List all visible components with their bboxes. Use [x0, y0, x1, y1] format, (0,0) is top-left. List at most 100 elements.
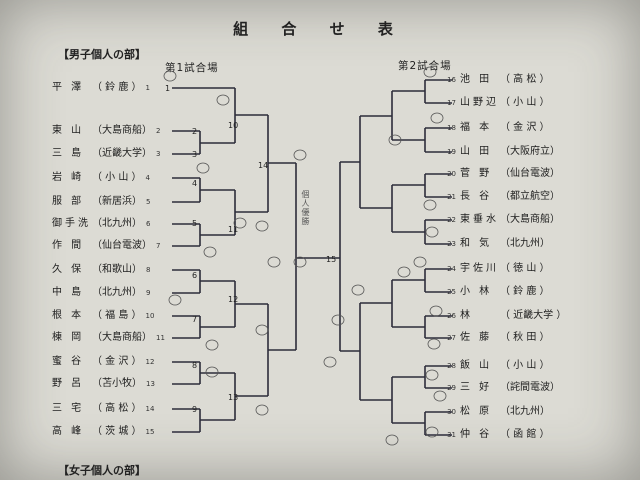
- handwritten-circle: [233, 217, 247, 229]
- player-school: （ 徳 山 ）: [500, 263, 550, 274]
- player-school: （北九州）: [92, 218, 142, 229]
- handwritten-circle: [423, 66, 437, 78]
- player-seed: 2: [156, 127, 161, 135]
- handwritten-circle: [205, 366, 219, 378]
- handwritten-circle: [293, 256, 307, 268]
- handwritten-circle: [397, 266, 411, 278]
- match-number: 11: [228, 225, 238, 234]
- left-player-row: 高 峰（ 茨 城 ）15: [52, 424, 160, 440]
- player-school: （ 函 館 ）: [500, 429, 550, 440]
- player-seed: 12: [145, 358, 155, 366]
- player-name: 福 本: [460, 122, 493, 133]
- player-school: （ 小 山 ）: [500, 360, 550, 371]
- player-seed: 6: [146, 220, 151, 228]
- left-player-row: 中 島（北九州）9: [52, 285, 160, 301]
- player-seed: 1: [145, 84, 151, 92]
- match-number: 15: [326, 255, 336, 264]
- player-school: （ 高 松 ）: [500, 74, 550, 85]
- player-school: （ 金 沢 ）: [92, 356, 142, 367]
- match-number: 10: [228, 121, 238, 130]
- handwritten-circle: [255, 404, 269, 416]
- player-school: （近畿大学）: [92, 148, 152, 159]
- player-school: （ 近畿大学 ）: [500, 310, 567, 321]
- player-name: 御手洗: [52, 218, 91, 229]
- player-seed: 15: [145, 428, 155, 436]
- handwritten-circle: [196, 162, 210, 174]
- player-school: （ 福 島 ）: [92, 310, 142, 321]
- player-name: 山野辺: [460, 97, 499, 108]
- player-name: 岩 崎: [52, 172, 85, 183]
- handwritten-circle: [323, 356, 337, 368]
- player-name: 小 林: [460, 286, 493, 297]
- player-seed: 14: [145, 405, 155, 413]
- section-men: 【男子個人の部】: [58, 48, 146, 61]
- match-number: 4: [192, 179, 197, 188]
- match-number: 6: [192, 271, 197, 280]
- handwritten-circle: [267, 256, 281, 268]
- venue-right: 第2試合場: [398, 60, 452, 72]
- player-school: （大島商船）: [92, 332, 152, 343]
- player-name: 野 呂: [52, 378, 85, 389]
- player-school: （ 茨 城 ）: [92, 426, 142, 437]
- player-school: （ 鈴 鹿 ）: [500, 286, 550, 297]
- player-name: 棟 岡: [52, 332, 85, 343]
- player-name: 松 原: [460, 406, 493, 417]
- left-player-row: 岩 崎（ 小 山 ）4: [52, 170, 160, 186]
- handwritten-circle: [385, 434, 399, 446]
- player-school: （和歌山）: [92, 264, 142, 275]
- left-player-row: 東 山（大島商船）2: [52, 123, 170, 139]
- match-number: 14: [258, 161, 268, 170]
- player-name: 服 部: [52, 196, 85, 207]
- section-women: 【女子個人の部】: [58, 464, 146, 477]
- match-number: 5: [192, 219, 197, 228]
- handwritten-circle: [423, 199, 437, 211]
- handwritten-circle: [427, 338, 441, 350]
- match-number: 12: [228, 295, 238, 304]
- handwritten-circle: [351, 284, 365, 296]
- player-school: （仙台電波）: [92, 240, 152, 251]
- player-school: （都立航空）: [500, 191, 560, 202]
- left-player-row: 野 呂 （苫小牧） 13: [52, 376, 160, 392]
- handwritten-circle: [433, 390, 447, 402]
- match-number: 3: [192, 150, 197, 159]
- handwritten-circle: [430, 112, 444, 124]
- left-player-row: 服 部 （新居浜） 5: [52, 194, 160, 210]
- player-school: （ 高 松 ）: [92, 403, 142, 414]
- handwritten-circle: [425, 426, 439, 438]
- player-name: 林: [460, 310, 473, 321]
- player-name: 作 間: [52, 240, 85, 251]
- player-name: 東 山: [52, 125, 85, 136]
- player-school: （ 鈴 鹿 ）: [92, 82, 142, 93]
- player-name: 飯 山: [460, 360, 493, 371]
- handwritten-circle: [205, 339, 219, 351]
- player-school: （北九州）: [92, 287, 142, 298]
- player-school: （新居浜）: [92, 196, 142, 207]
- player-name: 中 島: [52, 287, 85, 298]
- player-seed: 10: [145, 312, 155, 320]
- player-name: 久 保: [52, 264, 85, 275]
- player-name: 菅 野: [460, 168, 493, 179]
- left-player-row: 三 島（近畿大学）3: [52, 146, 170, 162]
- handwritten-circle: [216, 94, 230, 106]
- player-school: （苫小牧）: [92, 378, 142, 389]
- player-name: 平 澤: [52, 82, 85, 93]
- player-name: 長 谷: [460, 191, 493, 202]
- handwritten-circle: [168, 294, 182, 306]
- player-name: 三 好: [460, 382, 493, 393]
- page-title: 組 合 せ 表: [233, 20, 407, 38]
- left-player-row: 根 本（ 福 島 ）10: [52, 308, 160, 324]
- player-seed: 13: [146, 380, 155, 388]
- handwritten-circle: [331, 314, 345, 326]
- player-school: （詫間電波）: [500, 382, 560, 393]
- player-school: （北九州）: [500, 238, 550, 249]
- player-name: 東垂水: [460, 214, 499, 225]
- handwritten-circle: [203, 246, 217, 258]
- player-seed: 5: [146, 198, 151, 206]
- left-player-row: 蜜 谷（ 金 沢 ）12: [52, 354, 160, 370]
- player-school: （仙台電波）: [500, 168, 560, 179]
- left-player-row: 三 宅（ 高 松 ）14: [52, 401, 160, 417]
- match-number: 13: [228, 393, 238, 402]
- player-seed: 11: [156, 334, 165, 342]
